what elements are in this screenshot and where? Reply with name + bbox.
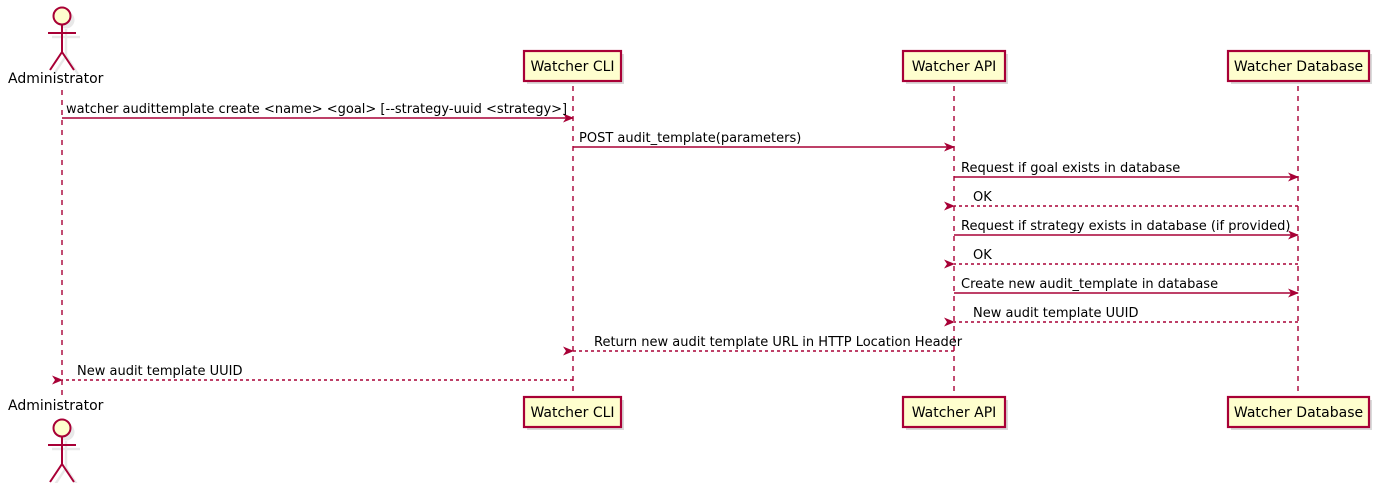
- participant-label-watcher-cli: Watcher CLI: [530, 405, 614, 421]
- messages-group: watcher audittemplate create <name> <goa…: [52, 102, 1299, 385]
- message-label: Return new audit template URL in HTTP Lo…: [594, 335, 963, 350]
- actor-leg-right: [61, 51, 75, 71]
- message-8[interactable]: Return new audit template URL in HTTP Lo…: [563, 335, 963, 356]
- participant-box-watcher-cli-top[interactable]: Watcher CLI: [522, 49, 624, 84]
- message-0[interactable]: watcher audittemplate create <name> <goa…: [62, 102, 574, 123]
- message-1[interactable]: POST audit_template(parameters): [573, 131, 955, 152]
- message-7[interactable]: New audit template UUID: [944, 306, 1298, 327]
- message-2[interactable]: Request if goal exists in database: [954, 161, 1299, 182]
- message-label: watcher audittemplate create <name> <goa…: [66, 102, 567, 117]
- message-4[interactable]: Request if strategy exists in database (…: [954, 219, 1299, 240]
- message-9[interactable]: New audit template UUID: [52, 364, 573, 385]
- participant-label-watcher-api: Watcher API: [912, 405, 997, 421]
- actor-leg-left: [49, 463, 63, 483]
- box-rect: [901, 395, 1007, 429]
- box-rect: [1226, 395, 1371, 429]
- message-label: OK: [973, 190, 992, 205]
- message-6[interactable]: Create new audit_template in database: [954, 277, 1299, 298]
- participant-label-watcher-database: Watcher Database: [1234, 59, 1363, 75]
- participant-box-watcher-api-top[interactable]: Watcher API: [901, 49, 1008, 84]
- message-5[interactable]: OK: [944, 248, 1298, 269]
- participant-boxes-group: Watcher CLI Watcher CLI Watcher API Watcher…: [522, 49, 1372, 430]
- participant-box-watcher-database-top[interactable]: Watcher Database: [1226, 49, 1372, 84]
- box-rect: [901, 49, 1007, 83]
- box-rect: [522, 395, 623, 429]
- actor-leg-right: [61, 463, 75, 483]
- actor-leg-left: [49, 51, 63, 71]
- participant-label-watcher-cli: Watcher CLI: [530, 59, 614, 75]
- participant-box-watcher-cli-bottom[interactable]: Watcher CLI: [522, 395, 624, 430]
- message-label: Create new audit_template in database: [961, 277, 1218, 292]
- participant-box-watcher-database-bottom[interactable]: Watcher Database: [1226, 395, 1372, 430]
- actor-label-administrator-top: Administrator: [8, 71, 104, 87]
- box-rect: [1226, 49, 1371, 83]
- participant-label-watcher-api: Watcher API: [912, 59, 997, 75]
- participant-label-watcher-database: Watcher Database: [1234, 405, 1363, 421]
- message-label: POST audit_template(parameters): [579, 131, 801, 146]
- box-rect: [522, 49, 623, 83]
- message-label: OK: [973, 248, 992, 263]
- actor-figure-administrator-top[interactable]: [48, 6, 80, 75]
- message-label: New audit template UUID: [973, 306, 1138, 321]
- message-label: New audit template UUID: [77, 364, 242, 379]
- actor-figure-administrator-bottom[interactable]: [48, 418, 80, 483]
- message-label: Request if strategy exists in database (…: [961, 219, 1290, 234]
- actor-label-administrator-bottom: Administrator: [8, 398, 104, 414]
- actor-head: [52, 418, 72, 438]
- lifelines-group: [61, 86, 1299, 398]
- participant-box-watcher-api-bottom[interactable]: Watcher API: [901, 395, 1008, 430]
- message-label: Request if goal exists in database: [961, 161, 1180, 176]
- message-3[interactable]: OK: [944, 190, 1298, 211]
- actor-head: [52, 6, 72, 26]
